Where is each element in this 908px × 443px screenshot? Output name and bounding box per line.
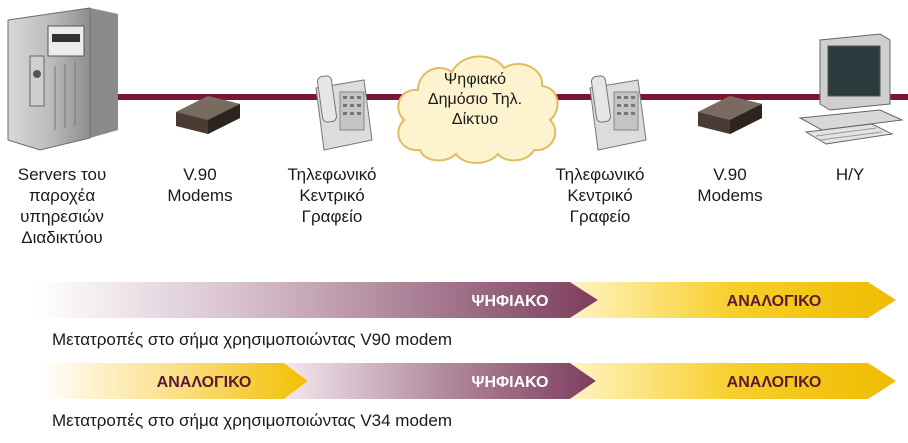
computer-icon bbox=[798, 33, 904, 145]
server-label: Servers του παροχέα υπηρεσιών Διαδικτύου bbox=[17, 165, 107, 247]
phone-left-label: Τηλεφωνικό Κεντρικό Γραφείο bbox=[287, 165, 377, 226]
row2-digital-arrow bbox=[284, 363, 596, 399]
row1-analog-arrow bbox=[570, 282, 896, 318]
modem-left-label: V.90 Modems bbox=[167, 165, 233, 205]
row2-analog-left-label: ΑΝΑΛΟΓΙΚΟ bbox=[157, 374, 252, 391]
modem-right-icon bbox=[698, 96, 762, 134]
phone-right-label: Τηλεφωνικό Κεντρικό Γραφείο bbox=[555, 165, 645, 226]
modem-right-label: V.90 Modems bbox=[697, 165, 763, 205]
row2-analog-right-arrow bbox=[570, 363, 896, 399]
row2-digital-label: ΨΗΦΙΑΚΟ bbox=[472, 374, 549, 391]
signal-row-1: ΨΗΦΙΑΚΟ ΑΝΑΛΟΓΙΚΟ bbox=[38, 282, 896, 318]
row1-analog-label: ΑΝΑΛΟΓΙΚΟ bbox=[727, 293, 822, 310]
modem-left-icon bbox=[176, 96, 240, 134]
row1-digital-arrow bbox=[38, 282, 598, 318]
row2-caption: Μετατροπές στο σήμα χρησιμοποιώντας V34 … bbox=[52, 411, 452, 430]
row1-digital-label: ΨΗΦΙΑΚΟ bbox=[472, 293, 549, 310]
row1-caption: Μετατροπές στο σήμα χρησιμοποιώντας V90 … bbox=[52, 330, 452, 349]
row2-analog-right-label: ΑΝΑΛΟΓΙΚΟ bbox=[727, 374, 822, 391]
row2-analog-left-arrow bbox=[38, 363, 308, 399]
cloud-label: Ψηφιακό Δημόσιο Τηλ. Δίκτυο bbox=[427, 71, 523, 128]
telephone-right-icon bbox=[589, 75, 647, 151]
signal-row-2: ΑΝΑΛΟΓΙΚΟ ΨΗΦΙΑΚΟ ΑΝΑΛΟΓΙΚΟ bbox=[38, 363, 896, 399]
telephone-left-icon bbox=[315, 75, 373, 151]
server-tower-icon bbox=[7, 7, 118, 151]
cloud-icon bbox=[397, 55, 559, 164]
pc-label: H/Y bbox=[835, 165, 865, 184]
